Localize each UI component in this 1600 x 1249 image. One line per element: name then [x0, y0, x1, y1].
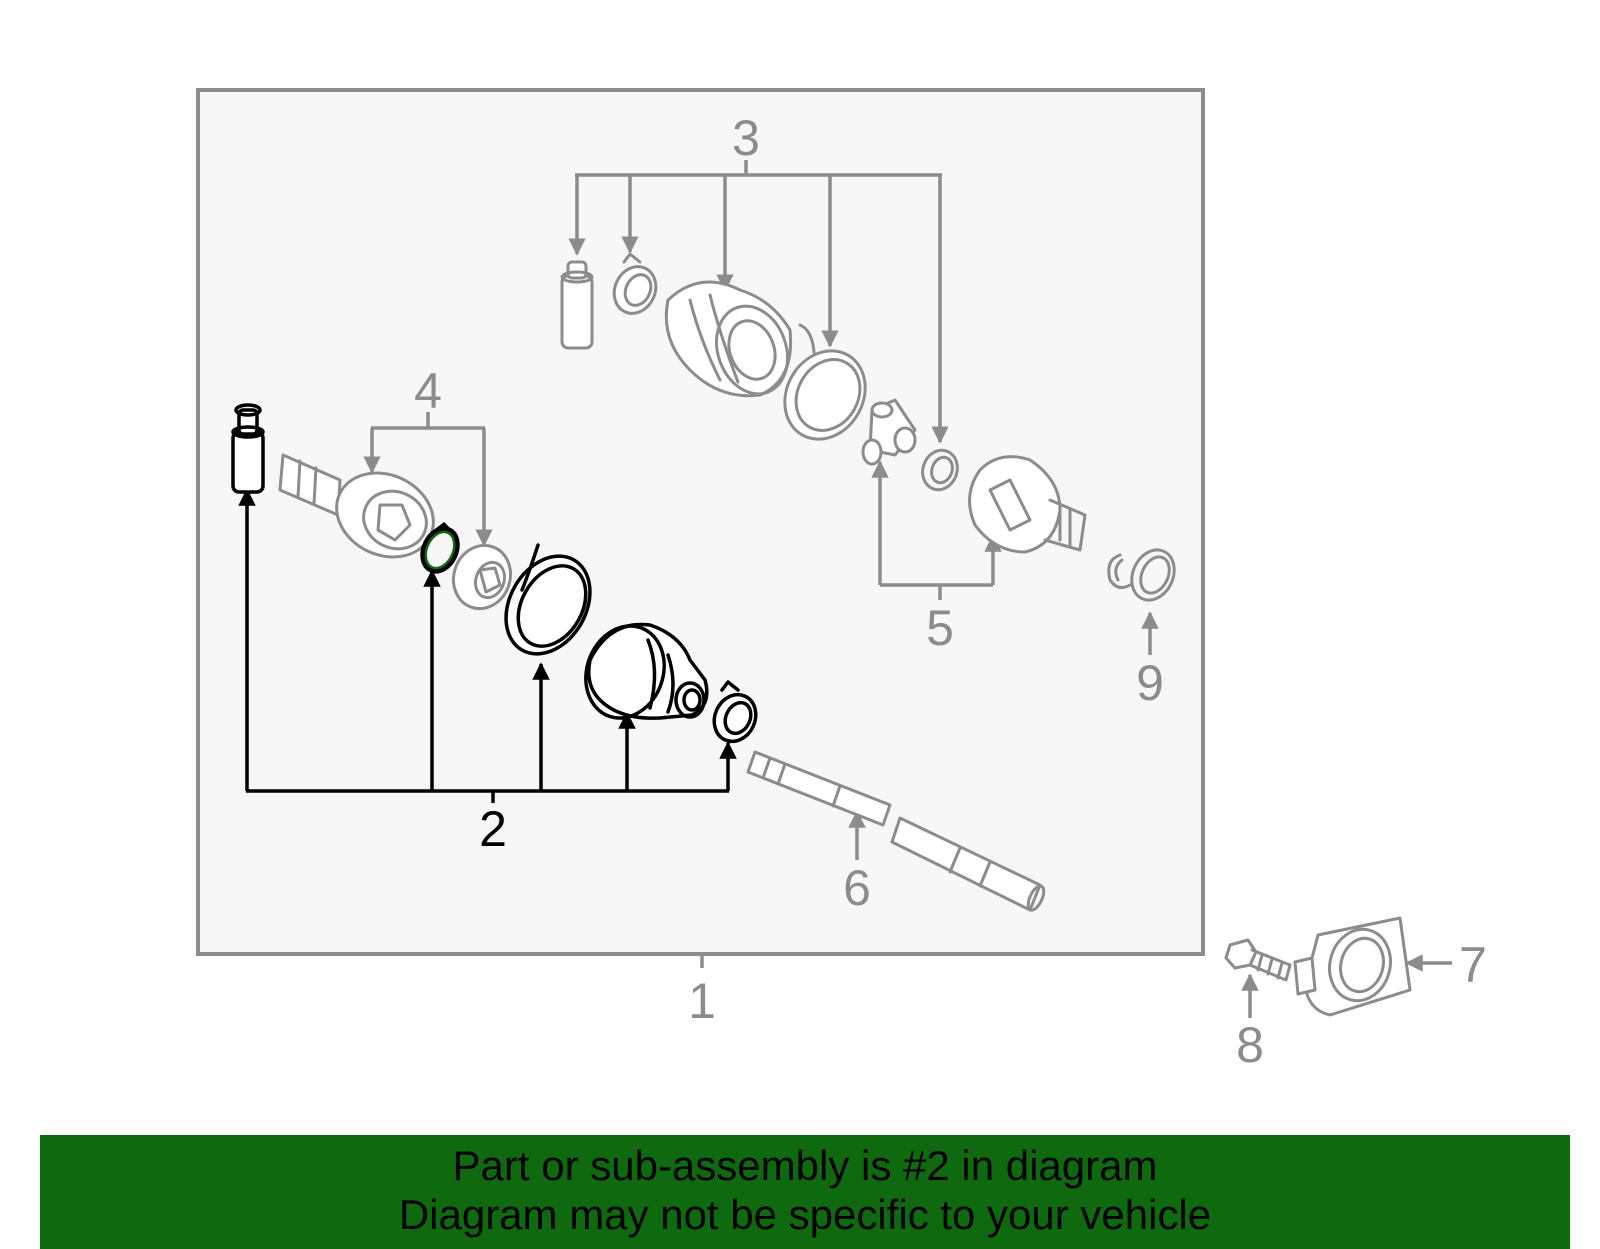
- callout-4: 4: [414, 363, 442, 419]
- callout-3-leaders: [568, 160, 949, 444]
- outer-joint: [278, 453, 435, 559]
- callout-8: 8: [1236, 1017, 1264, 1073]
- info-banner: Part or sub-assembly is #2 in diagram Di…: [40, 1135, 1570, 1249]
- oil-seal: [1130, 548, 1176, 602]
- callout-7: 7: [1459, 937, 1487, 993]
- grease-tube-upper: [560, 260, 594, 350]
- bearing-bracket: [1293, 916, 1412, 1017]
- banner-line-1: Part or sub-assembly is #2 in diagram: [452, 1142, 1158, 1189]
- boot-upper: [664, 280, 793, 398]
- snap-ring-lower: [420, 522, 460, 574]
- grease-tube-lower: [231, 403, 265, 494]
- callout-5: 5: [926, 600, 954, 656]
- boot-clamp-upper-large: [783, 323, 867, 441]
- axle-shaft: [746, 750, 1046, 912]
- bolt: [1224, 938, 1292, 982]
- boot-clamp-lower-large: [504, 543, 592, 656]
- boot-clamp-upper-small: [612, 252, 658, 315]
- callout-1: 1: [688, 973, 716, 1029]
- callout-4-leaders: [363, 412, 493, 547]
- callout-6: 6: [843, 860, 871, 916]
- callout-9: 9: [1136, 655, 1164, 711]
- tripod-joint: [861, 398, 917, 466]
- inner-joint-housing: [968, 455, 1087, 554]
- callout-2-leaders: [238, 488, 737, 803]
- bearing-cage: [452, 543, 512, 611]
- boot-clamp-lower-small: [712, 680, 758, 744]
- banner-line-2: Diagram may not be specific to your vehi…: [398, 1191, 1212, 1238]
- circlip: [1107, 553, 1132, 590]
- boot-lower: [584, 622, 709, 720]
- callout-2: 2: [479, 801, 507, 857]
- callout-3: 3: [732, 110, 760, 166]
- snap-ring-upper: [921, 448, 959, 492]
